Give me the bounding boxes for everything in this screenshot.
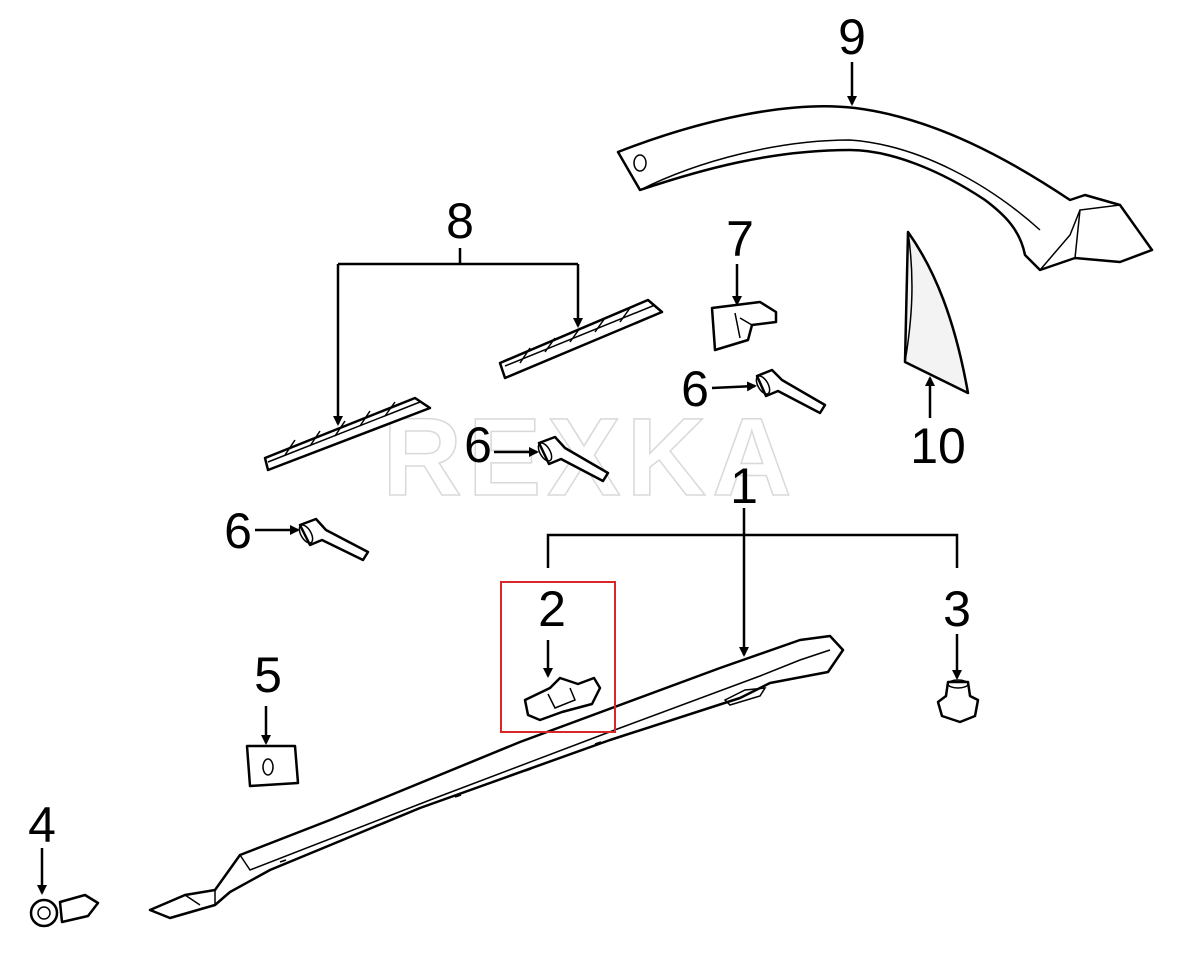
watermark: REXKA — [382, 396, 797, 519]
callout-7: 7 — [726, 211, 754, 267]
callout-6-middle: 6 — [464, 417, 492, 473]
part-8-strip-upper — [498, 298, 664, 380]
callout-6-upper: 6 — [681, 361, 709, 417]
callout-9: 9 — [838, 9, 866, 65]
part-2-clip — [523, 676, 602, 722]
callout-2: 2 — [538, 581, 566, 637]
highlight-box-part-2 — [500, 581, 616, 733]
callout-10: 10 — [910, 418, 966, 474]
part-6-pin-b — [537, 435, 610, 483]
part-10-trim — [903, 230, 970, 395]
callout-labels: 9 8 7 6 6 6 10 1 2 3 5 4 — [28, 9, 971, 853]
part-1-rocker-molding — [148, 634, 845, 920]
callout-5: 5 — [254, 647, 282, 703]
part-8-strip-lower — [263, 396, 432, 472]
part-5-nut — [245, 744, 300, 788]
callout-1: 1 — [730, 458, 758, 514]
part-7-clip — [710, 300, 778, 352]
part-6-pin-c — [298, 517, 370, 562]
callout-4: 4 — [28, 797, 56, 853]
part-4-fastener — [29, 893, 100, 928]
part-9-molding — [616, 105, 1154, 272]
part-3-screw — [936, 679, 980, 724]
callout-3: 3 — [943, 581, 971, 637]
callout-6-lower: 6 — [224, 503, 252, 559]
leader-lines — [37, 62, 962, 895]
part-6-pin-a — [755, 368, 827, 415]
callout-8: 8 — [446, 193, 474, 249]
